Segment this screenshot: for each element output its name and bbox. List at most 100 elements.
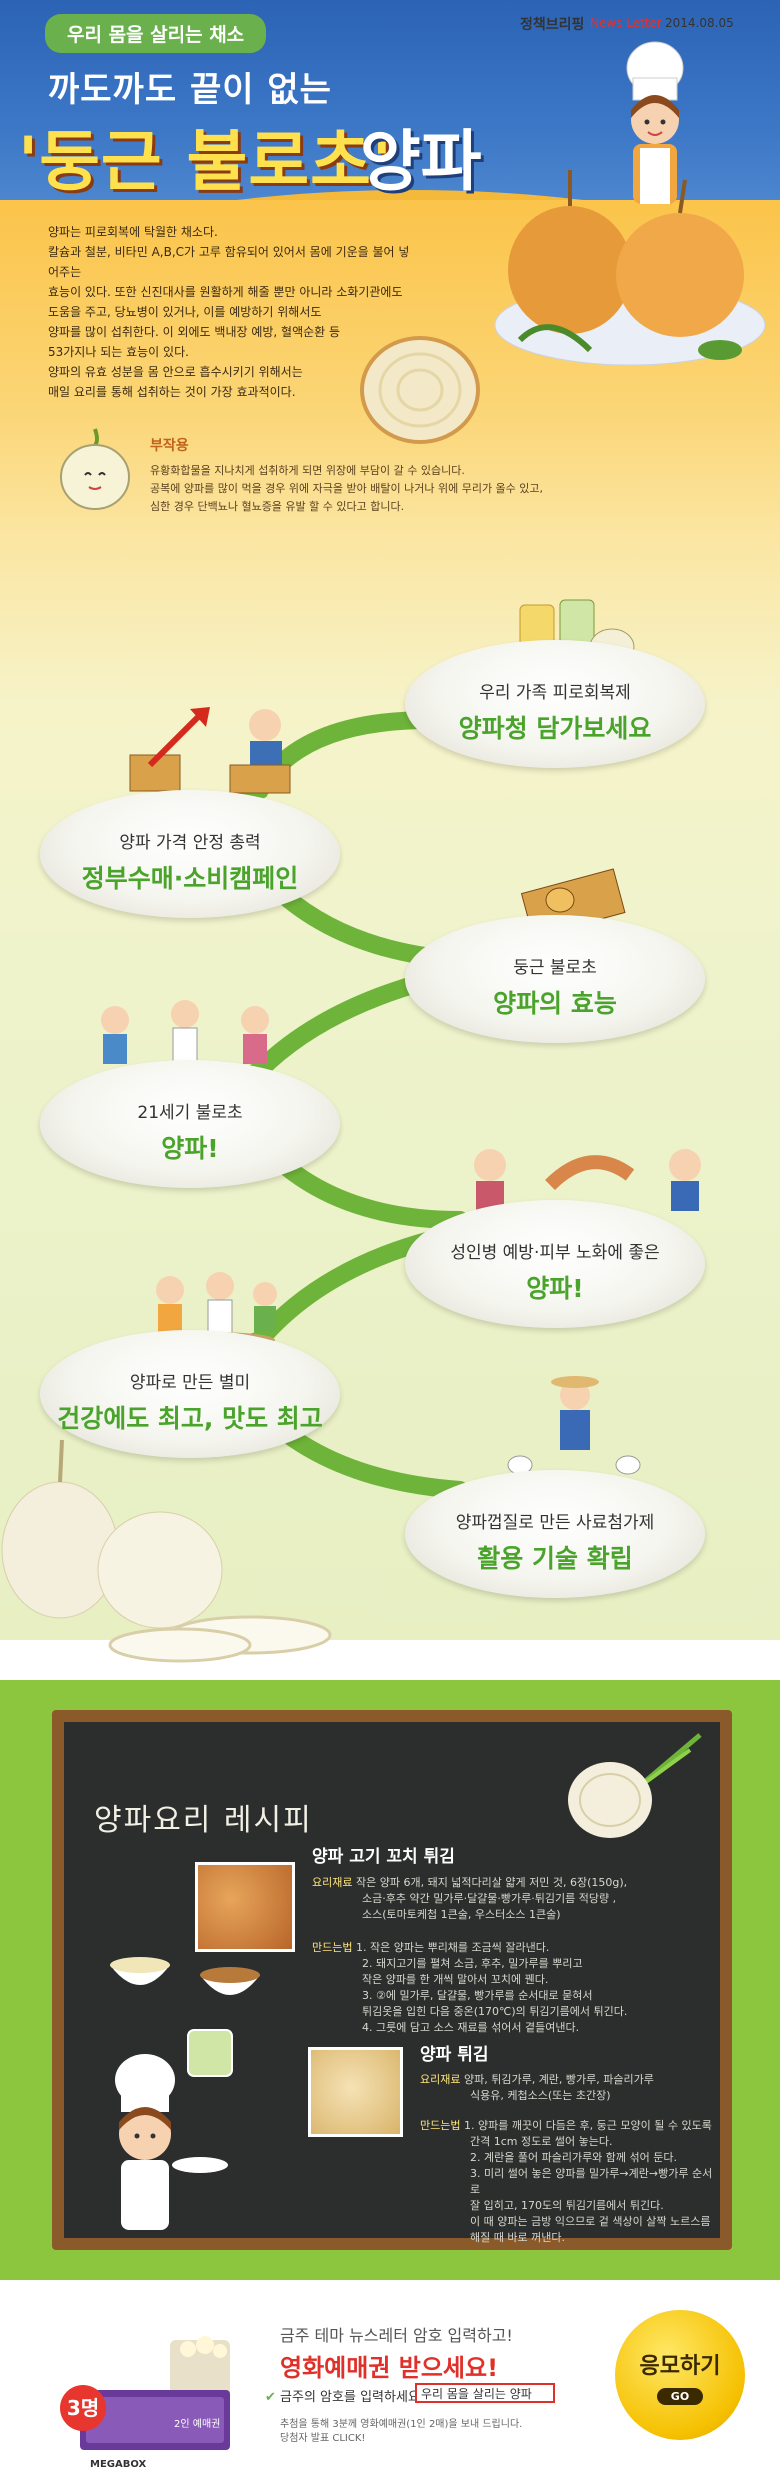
timeline-item-headline: 건강에도 최고, 맛도 최고 xyxy=(57,1404,323,1433)
method-step: 3. 미리 썰어 놓은 양파를 밀가루→계란→빵가루 순서로 xyxy=(470,2167,713,2196)
intro-text: 양파는 피로회복에 탁월한 채소다. 칼슘과 철분, 비타민 A,B,C가 고루… xyxy=(48,222,418,402)
event-notes: 추첨을 통해 3분께 영화예매권(1인 2매)을 보내 드립니다. 당첨자 발표… xyxy=(280,2418,580,2446)
recipe-photo-fried-onion xyxy=(308,2047,403,2137)
ingredients-label: 요리재료 xyxy=(312,1876,353,1889)
ingredient-line: 양파, 튀김가루, 계란, 빵가루, 파슬리가루 xyxy=(463,2073,654,2086)
brand-logo: 정책브리핑 xyxy=(520,17,585,33)
recipe-ingredients: 요리재료 작은 양파 6개, 돼지 넓적다리살 얇게 저민 것, 6장(150g… xyxy=(312,1875,672,1923)
apply-label: 응모하기 xyxy=(639,2354,721,2379)
page-title: 양파 xyxy=(360,123,482,200)
timeline-item-headline: 양파! xyxy=(161,1134,219,1163)
timeline-item-sub: 양파로 만든 별미 xyxy=(129,1373,251,1393)
timeline-item-headline: 양파! xyxy=(526,1274,584,1303)
intro-line: 양파의 유효 성분을 몸 안으로 흡수시키기 위해서는 xyxy=(48,365,303,379)
side-effect-title: 부작용 xyxy=(150,438,189,454)
side-effect-line: 유황화합물을 지나치게 섭취하게 되면 위장에 부담이 갈 수 있습니다. xyxy=(150,464,465,477)
timeline-item-headline: 양파청 담가보세요 xyxy=(458,714,652,743)
movie-ticket-illustration: 2인 예매권 MEGABOX xyxy=(80,2336,230,2470)
method-step: 작은 양파를 한 개씩 말아서 꼬치에 꿴다. xyxy=(362,1973,549,1986)
side-effect-line: 심한 경우 단백뇨나 혈뇨증을 유발 할 수 있다고 합니다. xyxy=(150,500,405,513)
timeline-item-7: 양파껍질로 만든 사료첨가제 활용 기술 확립 xyxy=(405,1470,705,1598)
intro-line: 양파를 많이 섭취한다. 이 외에도 백내장 예방, 혈액순환 등 xyxy=(48,325,341,339)
timeline-item-headline: 활용 기술 확립 xyxy=(477,1544,633,1573)
event-note: 추첨을 통해 3분께 영화예매권(1인 2매)을 보내 드립니다. xyxy=(280,2419,523,2430)
password-prompt-text: 금주의 암호를 입력하세요! xyxy=(280,2390,426,2405)
method-step: 2. 계란을 풀어 파슬리가루와 함께 섞어 둔다. xyxy=(470,2151,678,2164)
event-line1: 금주 테마 뉴스레터 암호 입력하고! xyxy=(280,2326,513,2345)
timeline-item-sub: 성인병 예방·피부 노화에 좋은 xyxy=(450,1243,660,1263)
method-step: 잘 입히고, 170도의 튀김기름에서 튀긴다. xyxy=(470,2199,664,2212)
method-step: 1. 양파를 깨끗이 다듬은 후, 둥근 모양이 될 수 있도록 xyxy=(463,2119,712,2132)
onion-chalk-illustration xyxy=(568,1733,702,1838)
password-input[interactable] xyxy=(415,2383,555,2403)
white-onions-illustration xyxy=(1,1439,332,1663)
method-step: 해질 때 바로 꺼낸다. xyxy=(470,2231,565,2244)
timeline-item-1: 우리 가족 피로회복제 양파청 담가보세요 xyxy=(405,640,705,768)
side-effect-text: 유황화합물을 지나치게 섭취하게 되면 위장에 부담이 갈 수 있습니다. 공복… xyxy=(150,462,590,516)
intro-line: 53가지나 되는 효능이 있다. xyxy=(48,345,189,359)
timeline-item-headline: 양파의 효능 xyxy=(493,989,617,1018)
chef-illustration xyxy=(626,41,684,204)
method-step: 1. 작은 양파는 뿌리채를 조금씩 잘라낸다. xyxy=(355,1941,550,1954)
side-effect-line: 공복에 양파를 많이 먹을 경우 위에 자극을 받아 배탈이 나거나 위에 무리… xyxy=(150,482,544,495)
timeline-item-sub: 양파 가격 안정 총력 xyxy=(119,833,261,853)
onion-half-illustration xyxy=(360,336,480,444)
check-icon: ✔ xyxy=(265,2390,276,2405)
timeline-item-headline: 정부수매·소비캠페인 xyxy=(81,864,299,893)
recipe-name: 양파 튀김 xyxy=(420,2045,489,2065)
method-step: 간격 1cm 정도로 썰어 놓는다. xyxy=(470,2135,613,2148)
recipe-ingredients: 요리재료 양파, 튀김가루, 계란, 빵가루, 파슬리가루 식용유, 케첩소스(… xyxy=(420,2072,720,2104)
recipe-method: 만드는법 1. 양파를 깨끗이 다듬은 후, 둥근 모양이 될 수 있도록 간격… xyxy=(420,2118,720,2246)
apply-button[interactable]: 응모하기 GO xyxy=(615,2310,745,2440)
method-step: 튀김옷을 입힌 다음 중온(170℃)의 튀김기름에서 튀긴다. xyxy=(362,2005,628,2018)
method-label: 만드는법 xyxy=(420,2119,461,2132)
jar-illustration xyxy=(187,2029,233,2077)
intro-line: 칼슘과 철분, 비타민 A,B,C가 고루 함유되어 있어서 몸에 기운을 불어… xyxy=(48,245,410,279)
ingredient-line: 작은 양파 6개, 돼지 넓적다리살 얇게 저민 것, 6장(150g), xyxy=(355,1876,628,1889)
method-label: 만드는법 xyxy=(312,1941,353,1954)
chef-chalk-illustration xyxy=(115,2054,228,2230)
farmer-price-illustration xyxy=(129,707,291,794)
timeline-item-sub: 우리 가족 피로회복제 xyxy=(479,683,631,703)
winner-count-badge: 3명 xyxy=(60,2385,106,2431)
megabox-logo: MEGABOX xyxy=(90,2459,146,2470)
newsletter-label: News Letter xyxy=(590,16,662,30)
recipe-photo-skewer xyxy=(195,1862,295,1952)
method-step: 4. 그릇에 담고 소스 재료를 섞어서 곁들여낸다. xyxy=(362,2021,580,2034)
bowls-illustration xyxy=(110,1957,260,1995)
event-line2: 영화예매권 받으세요! xyxy=(280,2354,499,2382)
timeline-item-4: 21세기 불로초 양파! xyxy=(40,1060,340,1188)
intro-line: 효능이 있다. 또한 신진대사를 원활하게 해줄 뿐만 아니라 소화기관에도 xyxy=(48,285,403,299)
onion-plate-illustration xyxy=(494,170,766,366)
issue-date: 2014.08.05 xyxy=(665,16,734,30)
recipe-section-title: 양파요리 레시피 xyxy=(94,1803,313,1838)
timeline-item-2: 양파 가격 안정 총력 정부수매·소비캠페인 xyxy=(40,790,340,918)
timeline-item-5: 성인병 예방·피부 노화에 좋은 양파! xyxy=(405,1200,705,1328)
ingredients-label: 요리재료 xyxy=(420,2073,461,2086)
method-step: 이 때 양파는 금방 익으므로 겉 색상이 살짝 노르스름 xyxy=(470,2215,711,2228)
onion-mascot-icon xyxy=(60,428,130,510)
timeline-item-sub: 둥근 불로초 xyxy=(513,958,597,978)
intro-line: 양파는 피로회복에 탁월한 채소다. xyxy=(48,225,218,239)
page-subtitle: 까도까도 끝이 없는 xyxy=(48,70,332,110)
page-title-highlight: '둥근 불로초' xyxy=(18,123,393,200)
ticket-label: 2인 예매권 xyxy=(174,2418,220,2430)
timeline-item-6: 양파로 만든 별미 건강에도 최고, 맛도 최고 xyxy=(40,1330,340,1458)
header-badge: 우리 몸을 살리는 채소 xyxy=(45,14,267,53)
timeline-item-sub: 21세기 불로초 xyxy=(137,1103,243,1123)
intro-line: 매일 요리를 통해 섭취하는 것이 가장 효과적이다. xyxy=(48,385,296,399)
ingredient-line: 소스(토마토케첩 1큰술, 우스터소스 1큰술) xyxy=(362,1908,561,1921)
timeline-item-3: 둥근 불로초 양파의 효능 xyxy=(405,915,705,1043)
go-button[interactable]: GO xyxy=(656,2388,704,2405)
timeline-item-sub: 양파껍질로 만든 사료첨가제 xyxy=(455,1513,655,1533)
method-step: 3. ②에 밀가루, 달걀물, 빵가루를 순서대로 묻혀서 xyxy=(362,1989,593,2002)
intro-line: 도움을 주고, 당뇨병이 있거나, 이를 예방하기 위해서도 xyxy=(48,305,322,319)
ingredient-line: 소금·후추 약간 밀가루·달걀물·빵가루·튀김기름 적당량 , xyxy=(362,1892,617,1905)
farmer-chickens-illustration xyxy=(507,1376,641,1475)
ingredient-line: 식용유, 케첩소스(또는 초간장) xyxy=(470,2089,611,2102)
recipe-method: 만드는법 1. 작은 양파는 뿌리채를 조금씩 잘라낸다. 2. 돼지고기를 펼… xyxy=(312,1940,672,2036)
winner-announcement-link[interactable]: 당첨자 발표 CLICK! xyxy=(280,2433,366,2444)
health-people-illustration xyxy=(101,1000,269,1064)
recipe-name: 양파 고기 꼬치 튀김 xyxy=(312,1847,455,1867)
